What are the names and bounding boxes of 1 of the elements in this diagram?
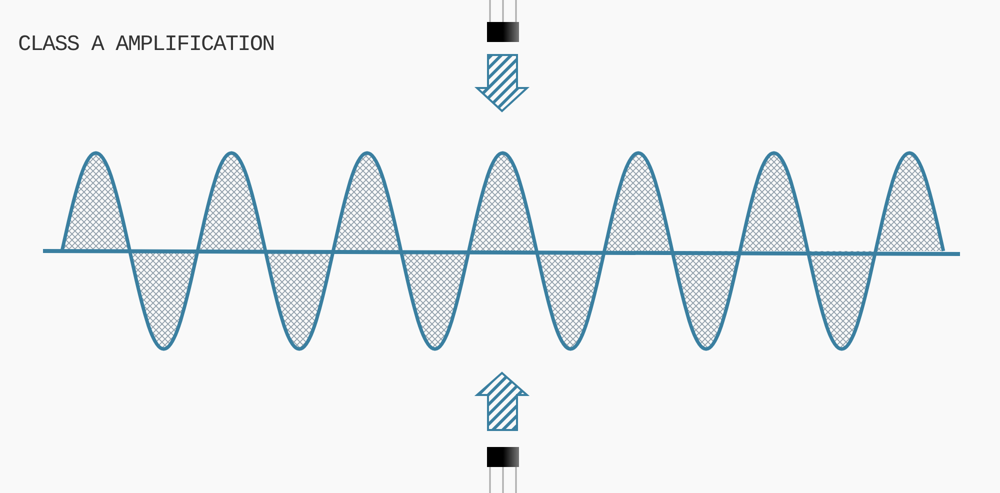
title: CLASS A AMPLIFICATION [18,32,274,57]
